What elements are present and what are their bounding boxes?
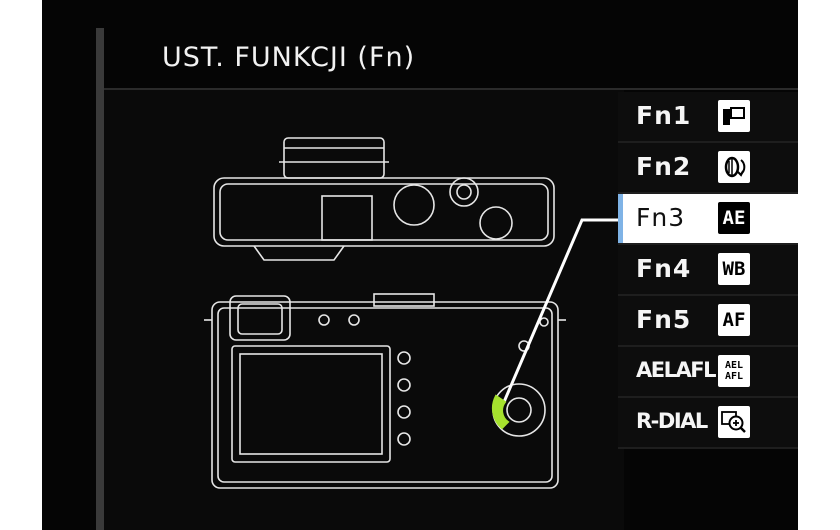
af-icon: AF: [718, 304, 750, 336]
menu-item-label: Fn4: [636, 254, 692, 283]
zoom-in-icon: [718, 406, 750, 438]
camera-outline-drawing: [204, 137, 620, 489]
menu-item-label: R-DIAL: [636, 409, 708, 433]
film-simulation-icon: [718, 100, 750, 132]
ae-icon: AE: [718, 202, 750, 234]
fn-assignment-list: Fn1 Fn2 Fn3: [618, 92, 798, 449]
menu-item-label: Fn5: [636, 305, 692, 334]
afl-text: AFL: [724, 371, 744, 382]
top-plate-bump: [373, 293, 435, 307]
camera-menu-screen: UST. FUNKCJI (Fn): [42, 0, 798, 530]
shutter-dial: [393, 184, 435, 226]
lcd-screen: [231, 345, 391, 463]
ael-text: AEL: [724, 360, 744, 371]
ael-afl-icon: AEL AFL: [718, 355, 750, 387]
exposure-dial: [449, 177, 479, 207]
menu-item-r-dial[interactable]: R-DIAL: [618, 398, 798, 449]
back-view-body: [211, 301, 559, 489]
menu-item-label: AELAFL: [636, 358, 716, 382]
menu-item-label: Fn1: [636, 101, 692, 130]
menu-item-fn1[interactable]: Fn1: [618, 92, 798, 143]
menu-item-fn5[interactable]: Fn5 AF: [618, 296, 798, 347]
wb-icon: WB: [718, 253, 750, 285]
highlighted-fn3-button: [491, 394, 510, 430]
pointer-line: [502, 218, 620, 403]
menu-item-fn2[interactable]: Fn2: [618, 143, 798, 194]
menu-item-fn4[interactable]: Fn4 WB: [618, 245, 798, 296]
title-divider: [104, 88, 798, 90]
page-title: UST. FUNKCJI (Fn): [162, 42, 416, 73]
dial-rotate-icon: [718, 151, 750, 183]
comp-dial: [479, 206, 513, 240]
top-view-hotshoe: [321, 195, 373, 241]
menu-item-label: Fn3: [636, 203, 686, 232]
viewfinder: [229, 295, 291, 341]
menu-item-aelafl[interactable]: AELAFL AEL AFL: [618, 347, 798, 398]
screen-edge-bar: [96, 28, 104, 530]
menu-item-fn3[interactable]: Fn3 AE: [618, 194, 798, 245]
menu-item-label: Fn2: [636, 152, 692, 181]
top-view-lens: [283, 137, 385, 179]
camera-illustration: [104, 90, 624, 530]
top-view-body: [213, 177, 555, 247]
